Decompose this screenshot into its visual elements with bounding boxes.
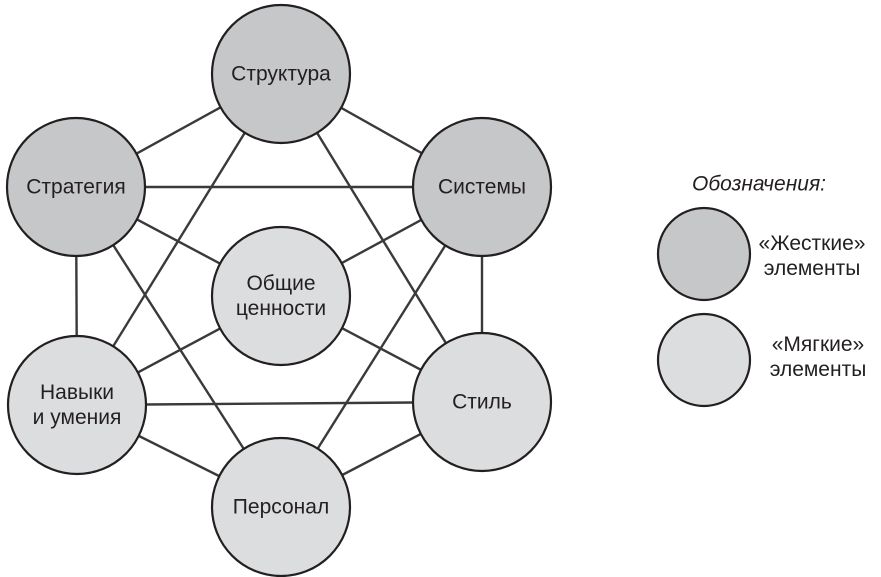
node-strategy: Стратегия bbox=[5, 116, 147, 258]
node-skills-label: и умения bbox=[33, 406, 122, 429]
node-systems-circle bbox=[411, 116, 553, 258]
legend-swatch-soft bbox=[656, 312, 752, 408]
legend: Обозначения: «Жесткие»элементы«Мягкие»эл… bbox=[656, 173, 867, 408]
node-staff-circle bbox=[210, 436, 352, 577]
node-shared-values-label: ценности bbox=[236, 297, 326, 320]
legend-label-soft: «Мягкие» bbox=[772, 333, 864, 356]
node-structure: Структура bbox=[210, 3, 352, 145]
legend-label-soft: элементы bbox=[770, 358, 867, 381]
node-strategy-label: Стратегия bbox=[26, 176, 126, 199]
node-structure-label: Структура bbox=[231, 63, 331, 86]
node-structure-circle bbox=[210, 3, 352, 145]
node-shared-values-circle bbox=[210, 225, 352, 367]
legend-swatch-hard bbox=[656, 206, 752, 302]
node-skills-label: Навыки bbox=[40, 381, 114, 404]
node-systems-label: Системы bbox=[438, 176, 526, 199]
node-shared-values-label: Общие bbox=[246, 272, 315, 295]
legend-item-soft: «Мягкие»элементы bbox=[656, 312, 867, 408]
node-style: Стиль bbox=[411, 331, 553, 473]
node-strategy-circle bbox=[5, 116, 147, 258]
legend-title: Обозначения: bbox=[692, 173, 826, 196]
legend-label-hard: элементы bbox=[764, 257, 861, 280]
node-skills-circle bbox=[6, 334, 148, 476]
node-style-circle bbox=[411, 331, 553, 473]
node-staff: Персонал bbox=[210, 436, 352, 577]
node-systems: Системы bbox=[411, 116, 553, 258]
legend-item-hard: «Жесткие»элементы bbox=[656, 206, 866, 302]
node-style-label: Стиль bbox=[452, 391, 512, 414]
legend-label-hard: «Жесткие» bbox=[759, 232, 866, 255]
node-staff-label: Персонал bbox=[233, 496, 329, 519]
